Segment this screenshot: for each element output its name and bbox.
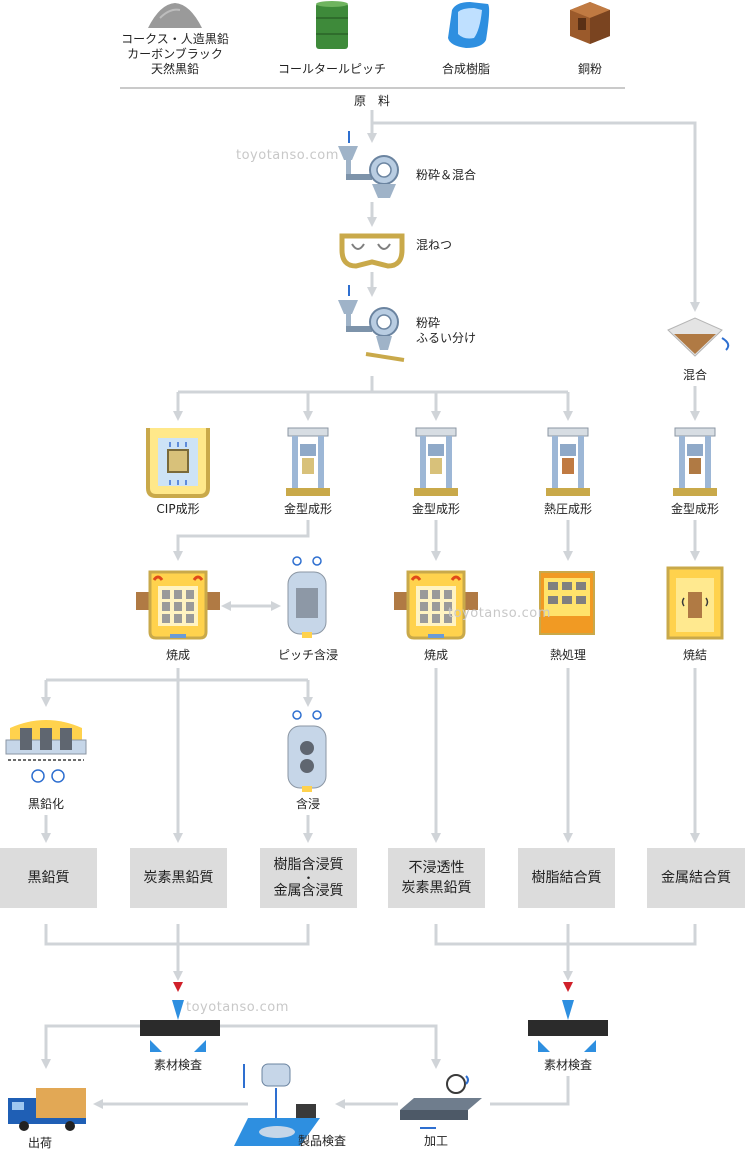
graphitizing-furnace-icon (5, 720, 87, 783)
final-material-inspection-1: 素材検査 (153, 1058, 203, 1072)
raw-coke-line-2: カーボンブラック (127, 47, 223, 61)
crusher-mixer-icon (338, 131, 399, 198)
step-mold-1: 金型成形 (283, 502, 333, 516)
mixer-right-icon (667, 317, 730, 357)
raw-pitch-label: コールタールピッチ (277, 62, 387, 76)
pitch-impregnation-tank-icon (287, 556, 327, 638)
product-resin-impregnated-line: 樹脂含浸質 (273, 857, 344, 873)
hot-press-icon (546, 427, 590, 496)
baking-furnace-icon-2 (394, 570, 478, 640)
step-sinter: 焼結 (682, 648, 708, 662)
watermark-3: toyotanso.com (186, 1000, 289, 1015)
crusher-sieve-icon (338, 285, 405, 362)
material-inspection-icon-2 (528, 982, 608, 1052)
raw-coke-line-1: コークス・人造黒鉛 (121, 32, 229, 46)
cip-press-icon (146, 428, 210, 498)
step-pitch-impregnation: ピッチ含浸 (277, 648, 339, 662)
baking-furnace-icon-1 (136, 570, 220, 640)
raw-resin-label: 合成樹脂 (441, 62, 491, 76)
mold-press-icon-1 (286, 427, 330, 496)
coke-pile-icon (148, 3, 202, 28)
product-impermeable-line-1: 不浸透性 (408, 860, 465, 876)
product-graphite: 黒鉛質 (0, 848, 97, 908)
connectors (41, 110, 700, 1109)
watermark-1: toyotanso.com (236, 148, 339, 163)
product-impermeable-carbon-graphite: 不浸透性 炭素黒鉛質 (388, 848, 485, 908)
product-resin-bonded: 樹脂結合質 (518, 848, 615, 908)
material-inspection-icon-1 (140, 982, 220, 1052)
mold-press-icon-3 (673, 427, 717, 496)
product-inspection-icon (234, 1063, 320, 1146)
final-machining: 加工 (423, 1134, 449, 1148)
mold-press-icon-2 (414, 427, 458, 496)
step-bake-1: 焼成 (165, 648, 191, 662)
step-cip: CIP成形 (156, 502, 200, 516)
step-mix-right: 混合 (682, 368, 708, 382)
step-graphitize: 黒鉛化 (27, 797, 65, 811)
kneader-icon (339, 233, 405, 269)
final-ship: 出荷 (27, 1136, 53, 1150)
final-material-inspection-2: 素材検査 (543, 1058, 593, 1072)
raw-coke-line-3: 天然黒鉛 (150, 62, 199, 76)
copper-powder-icon (570, 2, 610, 44)
step-crush-sieve: 粉砕 ふるい分け (416, 316, 476, 346)
resin-icon (448, 2, 490, 48)
product-metal-impregnated-line: 金属含浸質 (273, 883, 344, 899)
step-mold-2: 金型成形 (411, 502, 461, 516)
watermark-2: toyotanso.com (448, 606, 551, 621)
step-hot-press: 熱圧成形 (543, 502, 593, 516)
impregnation-tank-icon (287, 710, 327, 792)
step-impregnate: 含浸 (295, 797, 321, 811)
heat-treatment-oven-icon (539, 571, 595, 635)
step-crush-sieve-line-2: ふるい分け (416, 331, 477, 345)
machining-icon (400, 1074, 482, 1129)
final-product-inspection: 製品検査 (298, 1134, 347, 1148)
product-carbon-graphite: 炭素黒鉛質 (130, 848, 227, 908)
step-crush-sieve-line-1: 粉砕 (416, 316, 441, 330)
raw-coke-label: コークス・人造黒鉛 カーボンブラック 天然黒鉛 (121, 32, 229, 77)
step-knead: 混ねつ (416, 238, 453, 252)
raw-materials-header: 原 料 (353, 94, 391, 108)
sintering-furnace-icon (666, 566, 724, 640)
product-impermeable-line-2: 炭素黒鉛質 (401, 880, 472, 896)
raw-copper-label: 銅粉 (577, 62, 603, 76)
step-crush-mix: 粉砕＆混合 (416, 168, 477, 182)
step-bake-2: 焼成 (423, 648, 449, 662)
pitch-drum-icon (316, 1, 348, 49)
product-resin-metal-impregnated: 樹脂含浸質 ・ 金属含浸質 (260, 848, 357, 908)
step-heat-treatment: 熱処理 (549, 648, 587, 662)
step-mold-3: 金型成形 (670, 502, 720, 516)
product-metal-bonded: 金属結合質 (647, 848, 745, 908)
delivery-truck-icon (8, 1088, 86, 1131)
